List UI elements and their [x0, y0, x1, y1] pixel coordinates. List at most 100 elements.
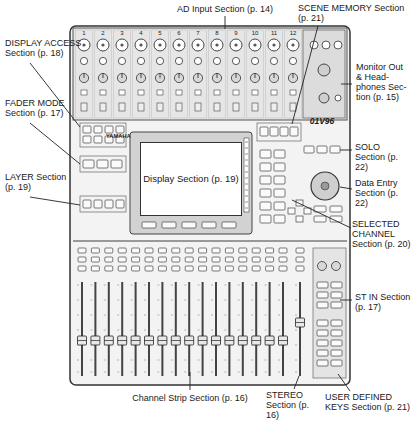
user-key [331, 340, 342, 346]
channel-button [118, 257, 126, 262]
channel-button [199, 257, 207, 262]
fader-scale [104, 300, 106, 301]
fader-cap [225, 336, 234, 345]
callout-label: STEREO Section (p. 16) [266, 390, 322, 420]
fader-scale [224, 315, 226, 316]
fader-scale [157, 372, 159, 373]
callout-label: ST IN Section (p. 17) [355, 292, 411, 312]
knob-pointer [141, 74, 142, 78]
leader-line [340, 187, 352, 189]
channel-button [252, 257, 260, 262]
channel-button [199, 266, 207, 271]
fader-scale [184, 300, 186, 301]
user-key [331, 320, 342, 326]
xlr-pin [139, 43, 142, 46]
selected-channel-button [274, 150, 285, 158]
fader-slot [202, 282, 204, 376]
meter-segment [245, 148, 248, 149]
channel-button [266, 257, 274, 262]
gain-knob [288, 73, 297, 82]
callout-label: LAYER Section (p. 19) [5, 172, 77, 192]
fader-scale [104, 330, 106, 331]
fader-scale [171, 372, 173, 373]
channel-button [212, 248, 220, 253]
meter-segment [245, 178, 248, 179]
fader-scale [144, 372, 146, 373]
gain-knob [98, 73, 107, 82]
fader-scale [211, 315, 213, 316]
st-in-button [317, 282, 328, 288]
display-button [202, 222, 216, 228]
callout-label: AD Input Section (p. 14) [160, 4, 290, 14]
fader-cap [78, 336, 87, 345]
insert-jack [214, 103, 220, 111]
fader-scale [117, 360, 119, 361]
generated-parts [76, 30, 343, 376]
channel-button [212, 257, 220, 262]
fader-scale [198, 300, 200, 301]
fader-cap [198, 336, 207, 345]
fader-scale [295, 330, 297, 331]
fader-scale [77, 330, 79, 331]
channel-button [279, 257, 287, 262]
scene-button [260, 127, 268, 136]
insert-jack [138, 103, 144, 111]
channel-button [132, 257, 140, 262]
fader-mode-button [97, 160, 108, 168]
channel-button [158, 257, 166, 262]
fader-cap-line [171, 340, 180, 341]
channel-number: 9 [229, 30, 243, 37]
channel-button [118, 266, 126, 271]
fader-cap-line [198, 340, 207, 341]
user-key [317, 360, 328, 366]
scene-button [290, 127, 298, 136]
channel-number: 10 [248, 30, 262, 37]
fader-cap-line [91, 340, 100, 341]
fader-scale [131, 372, 133, 373]
channel-button [105, 257, 113, 262]
fader-slot [255, 282, 257, 376]
leader-lines [30, 16, 352, 391]
channel-button [91, 266, 99, 271]
jack-input [289, 57, 296, 64]
channel-button [252, 266, 260, 271]
insert-jack [195, 103, 201, 111]
fader-scale [265, 285, 267, 286]
panel-divider [73, 240, 347, 242]
gain-knob [269, 73, 278, 82]
fader-slot [121, 282, 123, 376]
gain-knob [79, 73, 88, 82]
callout-label: Monitor Out & Head- phones Sec- tion (p.… [356, 62, 410, 102]
st-in-button [331, 302, 342, 308]
insert-jack [271, 103, 277, 111]
xlr-pin [253, 43, 256, 46]
fader-scale [144, 300, 146, 301]
channel-button [105, 266, 113, 271]
knob-pointer [84, 74, 85, 78]
fader-scale [224, 300, 226, 301]
callout-label: Channel Strip Section (p. 16) [115, 393, 265, 403]
channel-number: 4 [134, 30, 148, 37]
leader-line [341, 84, 352, 85]
input-strip [285, 30, 302, 118]
display-access-button [94, 126, 102, 133]
pad-switch [290, 90, 296, 95]
fader-cap-line [104, 340, 113, 341]
insert-jack [100, 103, 106, 111]
display-button [142, 222, 156, 228]
st-in-knob [332, 262, 341, 271]
gain-knob [212, 73, 221, 82]
fader-cap-line [265, 340, 274, 341]
fader-scale [265, 315, 267, 316]
fader-cap-line [252, 340, 261, 341]
display-screen: Display Section (p. 19) [140, 142, 242, 216]
fader-cap [252, 336, 261, 345]
channel-button [91, 248, 99, 253]
user-key [331, 350, 342, 356]
selected-channel-button [260, 163, 271, 171]
fader-scale [104, 360, 106, 361]
insert-jack [157, 103, 163, 111]
fader-scale [295, 345, 297, 346]
channel-button [145, 266, 153, 271]
